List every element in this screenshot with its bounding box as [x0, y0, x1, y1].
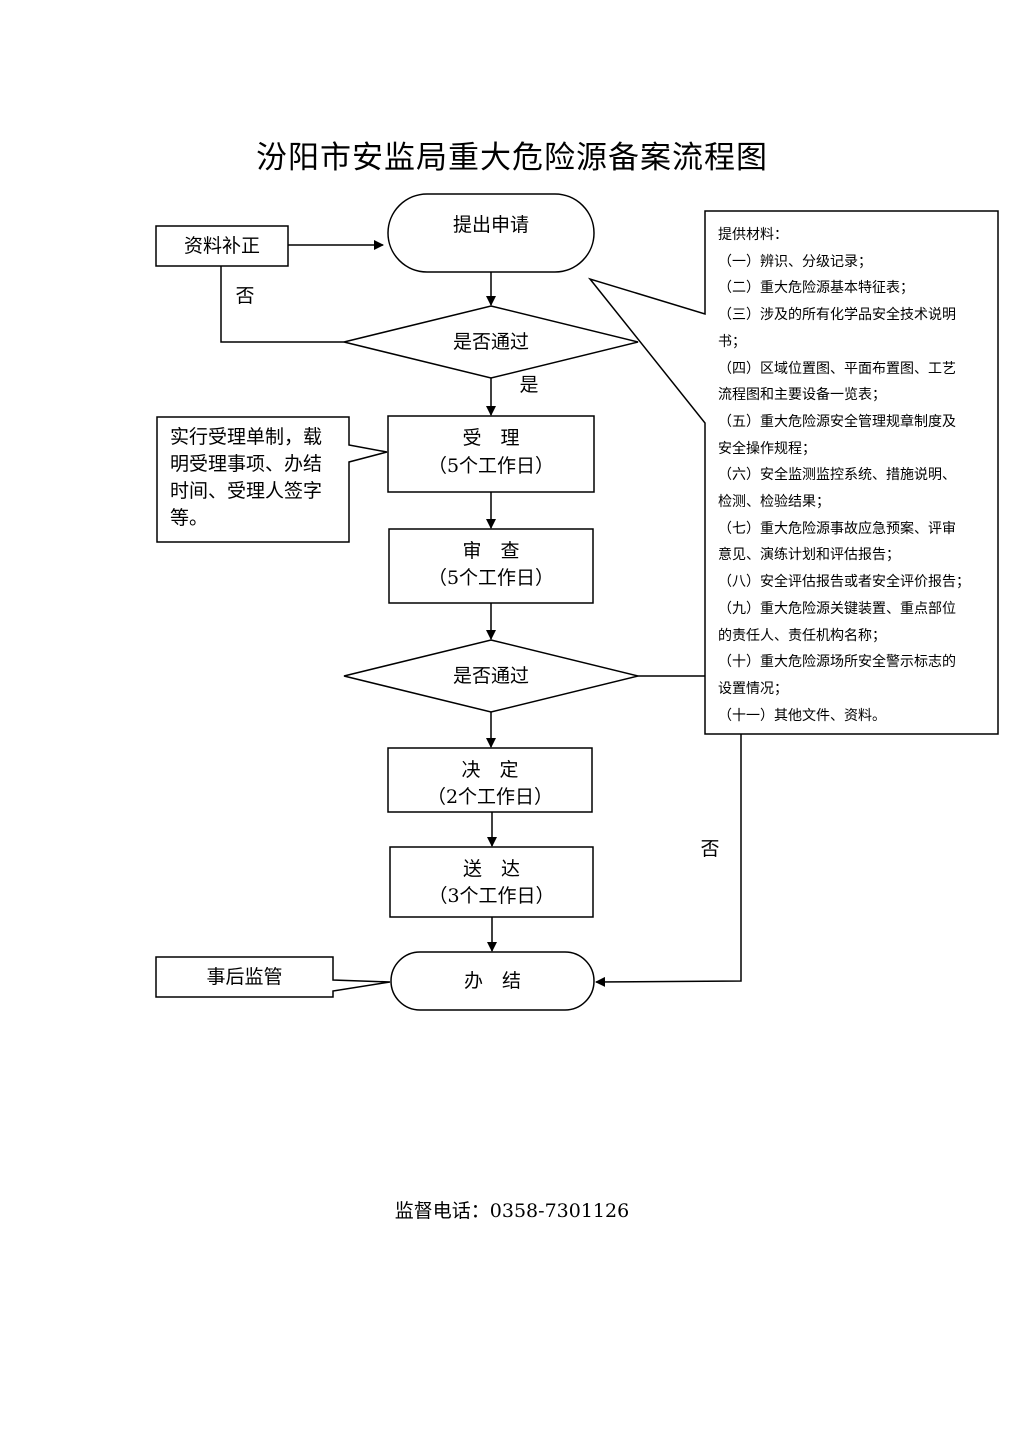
check2-label: 是否通过 — [452, 665, 529, 687]
supervision-phone: 监督电话：0358-7301126 — [394, 1200, 630, 1222]
materials-heading: 提供材料： — [718, 227, 788, 243]
check1-label: 是否通过 — [452, 331, 529, 353]
yes-label-1: 是 — [519, 374, 539, 396]
decide-node — [387, 747, 593, 813]
page-title: 汾阳市安监局重大危险源备案流程图 — [256, 140, 768, 176]
materials-item: （三）涉及的所有化学品安全技术说明 — [718, 307, 956, 324]
after-label: 事后监管 — [206, 966, 283, 988]
materials-item: 的责任人、责任机构名称； — [718, 627, 886, 644]
materials-item: 意见、演练计划和评估报告； — [718, 547, 900, 564]
materials-item: （十）重大危险源场所安全警示标志的 — [718, 654, 956, 671]
finish-label: 办 结 — [463, 970, 521, 992]
accept-note-callout — [156, 416, 388, 543]
accept-note-line: 等。 — [170, 507, 209, 529]
materials-item: （六）安全监测监控系统、措施说明、 — [718, 467, 956, 484]
deliver-label: 送 达 — [462, 858, 520, 880]
materials-item: （四）区域位置图、平面布置图、工艺 — [718, 360, 956, 377]
accept-note-line: 时间、受理人签字 — [170, 480, 323, 502]
materials-item: 安全操作规程； — [718, 440, 816, 457]
review-days: （5个工作日） — [427, 567, 555, 589]
no-label-2: 否 — [700, 838, 720, 860]
materials-item: （九）重大危险源关键装置、重点部位 — [718, 600, 956, 617]
materials-item: 检测、检验结果； — [718, 494, 830, 511]
supplement-label: 资料补正 — [183, 235, 260, 257]
accept-note-line: 明受理事项、办结 — [170, 453, 323, 475]
no-label-1: 否 — [235, 285, 255, 307]
materials-item: （五）重大危险源安全管理规章制度及 — [718, 413, 956, 430]
finish-node — [390, 951, 595, 1011]
accept-note: 实行受理单制，载 明受理事项、办结 时间、受理人签字 等。 — [170, 424, 322, 532]
deliver-days: （3个工作日） — [428, 885, 555, 907]
materials-callout — [587, 210, 999, 735]
submit-label: 提出申请 — [452, 214, 529, 236]
supplement-node — [155, 225, 289, 267]
decide-days: （2个工作日） — [426, 786, 554, 808]
materials-item: （十一）其他文件、资料。 — [718, 707, 886, 724]
materials-item: （一）辨识、分级记录； — [718, 253, 872, 270]
materials-item: 书； — [718, 333, 746, 350]
materials-item: （二）重大危险源基本特征表； — [718, 280, 914, 297]
materials-list: 提供材料： （一）辨识、分级记录； （二）重大危险源基本特征表； （三）涉及的所… — [718, 222, 990, 729]
decide-label: 决 定 — [461, 759, 519, 781]
materials-item: （七）重大危险源事故应急预案、评审 — [718, 520, 956, 537]
accept-days: （5个工作日） — [427, 455, 555, 477]
materials-item: （八）安全评估报告或者安全评价报告； — [718, 574, 970, 591]
accept-label: 受 理 — [462, 427, 520, 449]
after-callout — [155, 956, 391, 998]
materials-item: 设置情况； — [718, 680, 788, 697]
accept-note-line: 实行受理单制，载 — [170, 426, 323, 448]
materials-item: 流程图和主要设备一览表； — [718, 387, 886, 404]
review-label: 审 查 — [462, 540, 520, 562]
